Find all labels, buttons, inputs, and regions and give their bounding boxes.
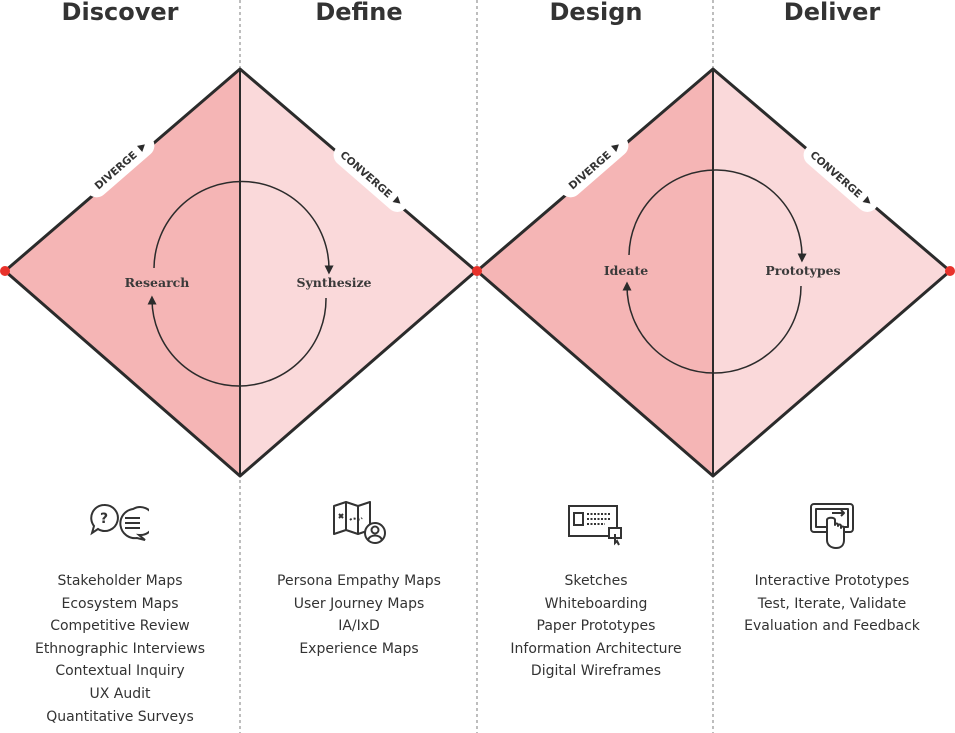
list-item: Ethnographic Interviews bbox=[34, 640, 206, 657]
diverge-half bbox=[477, 69, 713, 476]
arrow-right-icon bbox=[136, 144, 145, 152]
list-item: Interactive Prototypes bbox=[754, 573, 910, 589]
list-item: Stakeholder Maps bbox=[57, 573, 183, 589]
list-item: Paper Prototypes bbox=[536, 618, 656, 635]
diverge-half bbox=[5, 69, 240, 476]
cycle-arrow-bottom bbox=[622, 281, 802, 374]
define-methods-list: Persona Empathy Maps User Journey Maps I… bbox=[241, 570, 477, 660]
phase-title-design: Design bbox=[549, 0, 643, 26]
discover-methods-list: Stakeholder Maps Ecosystem Maps Competit… bbox=[2, 570, 238, 728]
converge-half bbox=[240, 69, 476, 476]
cycle-arrow-top bbox=[153, 180, 334, 275]
list-item: Persona Empathy Maps bbox=[277, 573, 441, 589]
phase-title-define: Define bbox=[315, 0, 403, 26]
arrow-right-icon bbox=[862, 195, 871, 204]
arrow-right-icon bbox=[392, 195, 401, 204]
phase-title-discover: Discover bbox=[61, 0, 179, 26]
chat-bubbles-icon: ? bbox=[90, 503, 149, 541]
list-item: Evaluation and Feedback bbox=[744, 618, 920, 635]
map-persona-icon bbox=[333, 501, 386, 544]
arrow-right-icon bbox=[610, 144, 619, 152]
wireframe-screen-icon bbox=[568, 505, 622, 546]
stage-node bbox=[945, 266, 955, 276]
converge-half bbox=[713, 69, 950, 476]
stage-nodes bbox=[0, 266, 955, 276]
list-item: Test, Iterate, Validate bbox=[757, 595, 907, 612]
list-item: Ecosystem Maps bbox=[61, 595, 179, 612]
activity-label-ideate: Ideate bbox=[604, 263, 648, 278]
stage-node bbox=[0, 266, 10, 276]
list-item: Information Architecture bbox=[510, 640, 682, 657]
activity-label-research: Research bbox=[125, 275, 190, 290]
list-item: IA/IxD bbox=[338, 618, 380, 635]
list-item: Sketches bbox=[564, 573, 628, 589]
deliver-methods-list: Interactive Prototypes Test, Iterate, Va… bbox=[714, 570, 950, 638]
list-item: Contextual Inquiry bbox=[55, 663, 185, 680]
activity-label-synthesize: Synthesize bbox=[296, 275, 371, 290]
svg-text:?: ? bbox=[100, 511, 108, 527]
list-item: Experience Maps bbox=[299, 640, 419, 657]
touch-screen-icon bbox=[810, 503, 854, 549]
list-item: Competitive Review bbox=[50, 618, 190, 635]
list-item: Digital Wireframes bbox=[530, 663, 662, 680]
phase-title-deliver: Deliver bbox=[783, 0, 881, 26]
diamond-discover-define: Research Synthesize DIVERGE CONVERGE bbox=[3, 67, 478, 478]
cycle-arrow-bottom bbox=[147, 295, 327, 387]
diamond-design-deliver: Ideate Prototypes DIVERGE CONVERGE bbox=[475, 67, 952, 478]
list-item: User Journey Maps bbox=[293, 595, 425, 612]
list-item: UX Audit bbox=[89, 685, 151, 702]
design-methods-list: Sketches Whiteboarding Paper Prototypes … bbox=[478, 570, 714, 683]
cycle-arrow-top bbox=[628, 169, 807, 263]
list-item: Whiteboarding bbox=[544, 595, 648, 612]
list-item: Quantitative Surveys bbox=[46, 708, 194, 725]
activity-label-prototypes: Prototypes bbox=[765, 263, 840, 278]
stage-node bbox=[472, 266, 482, 276]
